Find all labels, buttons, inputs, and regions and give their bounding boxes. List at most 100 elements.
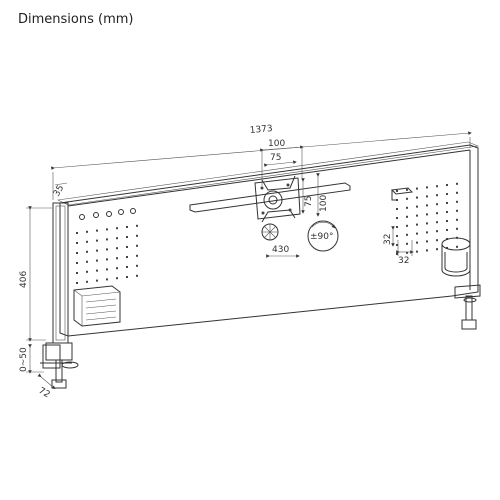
peg-hole — [456, 218, 458, 221]
clamp-range-label: 0~50 — [19, 347, 29, 372]
monitor-slot — [189, 182, 351, 213]
peg-hole — [116, 277, 118, 280]
peg-hole — [446, 202, 448, 204]
peg-hole — [406, 215, 408, 218]
peg-hole — [436, 212, 438, 215]
peg-hole — [76, 262, 78, 264]
peg-hole — [396, 235, 398, 237]
clamp-depth-dimension: 72 — [37, 373, 56, 400]
peg-hole — [406, 188, 408, 191]
peg-hole — [96, 249, 98, 252]
peg-hole — [96, 259, 98, 262]
peg-hole — [96, 279, 98, 282]
peg-hole — [106, 258, 108, 261]
peg-hole — [436, 221, 438, 224]
peg-hole — [106, 268, 108, 271]
left-post — [40, 202, 79, 389]
cup-holder — [441, 237, 471, 277]
peg-hole — [436, 239, 438, 242]
peg-hole — [76, 272, 78, 274]
peg-hole — [396, 208, 398, 210]
peg-hole — [446, 184, 448, 186]
peg-hole — [106, 228, 108, 231]
peg-hole — [406, 242, 408, 245]
peg-hole — [396, 199, 398, 201]
peg-hole — [76, 232, 78, 234]
panel-thickness-label: 35 — [52, 184, 66, 199]
peg-hole — [396, 244, 398, 246]
peg-hole — [446, 220, 448, 222]
clamp-depth-label: 72 — [37, 386, 52, 400]
peg-hole — [456, 182, 458, 185]
peg-hole — [416, 241, 418, 244]
peg-hole — [406, 233, 408, 236]
overall-width-label: 1373 — [249, 124, 273, 136]
peg-hole — [86, 280, 88, 283]
peg-hole — [116, 257, 118, 260]
peg-hole — [86, 260, 88, 263]
peg-hole — [426, 204, 428, 207]
peg-hole — [406, 224, 408, 227]
peg-hole — [96, 269, 98, 272]
peg-hole — [446, 247, 448, 249]
peg-hole — [116, 247, 118, 250]
storage-basket — [73, 285, 121, 327]
slot-length-dimension: 430 — [266, 245, 300, 258]
peg-hole — [426, 231, 428, 234]
peg-hole — [406, 206, 408, 209]
peg-hole — [116, 267, 118, 270]
peg-hole — [76, 242, 78, 244]
peg-hole — [446, 193, 448, 195]
peg-hole — [436, 230, 438, 233]
peg-hole — [416, 250, 418, 253]
peg-hole — [126, 236, 128, 238]
peg-hole — [426, 240, 428, 243]
right-pegboard — [396, 182, 458, 255]
right-hook — [390, 187, 414, 201]
peg-hole — [126, 276, 128, 278]
page-title: Dimensions (mm) — [18, 12, 134, 27]
peg-hole — [116, 237, 118, 240]
peg-hole — [126, 256, 128, 258]
vesa-outer-vertical-label: 100 — [319, 195, 329, 212]
peg-hole — [436, 185, 438, 188]
peg-hole — [426, 249, 428, 252]
peg-hole — [116, 227, 118, 230]
peg-hole — [416, 196, 418, 199]
peg-hole — [126, 226, 128, 228]
peg-hole — [396, 253, 398, 255]
height-dimension: 406 — [19, 206, 52, 342]
peg-hole — [126, 246, 128, 248]
peg-hole — [456, 227, 458, 230]
peg-hole — [106, 278, 108, 281]
peg-hole — [396, 217, 398, 219]
right-clamp — [454, 284, 481, 330]
peg-hole — [136, 224, 138, 227]
left-pegboard — [76, 224, 138, 284]
peg-hole — [86, 250, 88, 253]
peg-hole — [426, 186, 428, 189]
peg-hole — [96, 229, 98, 232]
rotation-indicator: ±90° — [307, 220, 339, 252]
peg-hole — [416, 205, 418, 208]
peg-hole — [456, 245, 458, 248]
vesa-inner-label: 75 — [270, 153, 281, 163]
vesa-dimensions: 100 75 75 100 — [260, 139, 329, 217]
pegboard-spacing-v-label: 32 — [383, 234, 393, 245]
slot-length-label: 430 — [272, 245, 289, 255]
peg-hole — [136, 254, 138, 257]
panel-thickness-dimension: 35 — [52, 182, 68, 199]
peg-hole — [416, 214, 418, 217]
peg-hole — [396, 190, 398, 192]
peg-hole — [456, 191, 458, 194]
height-label: 406 — [19, 271, 29, 288]
left-hooks — [79, 208, 136, 220]
peg-hole — [396, 226, 398, 228]
peg-hole — [76, 282, 78, 284]
peg-hole — [136, 234, 138, 237]
peg-hole — [86, 230, 88, 233]
peg-hole — [136, 274, 138, 277]
vesa-mount — [254, 175, 301, 223]
peg-hole — [136, 264, 138, 267]
peg-hole — [416, 232, 418, 235]
